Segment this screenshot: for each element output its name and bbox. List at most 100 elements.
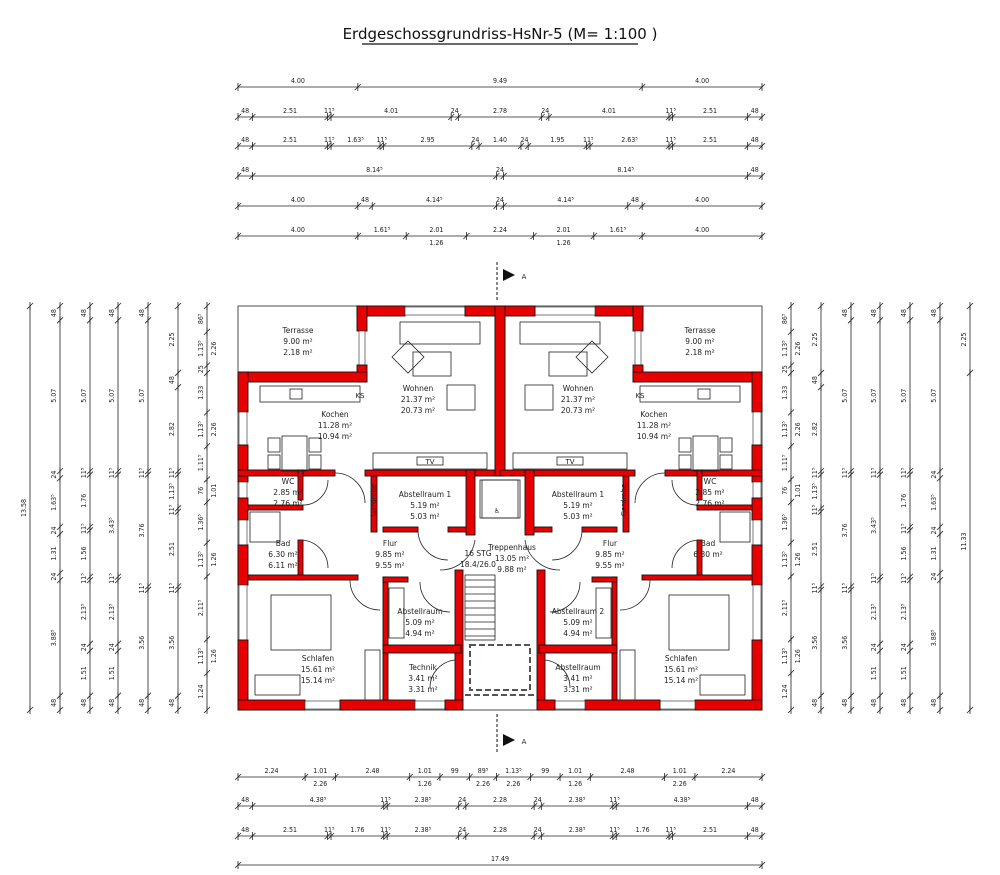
dimension-label: 11⁵: [138, 467, 146, 478]
svg-text:WC: WC: [282, 477, 295, 486]
svg-text:9.55 m²: 9.55 m²: [375, 561, 404, 570]
svg-text:9.00 m²: 9.00 m²: [685, 337, 714, 346]
dimension-label: 1.56: [900, 547, 908, 561]
dimension-label: 48: [138, 309, 146, 317]
dimension-label: 1.13⁵: [505, 767, 522, 775]
dimension-label: 24: [870, 643, 878, 651]
svg-text:5.03 m²: 5.03 m²: [410, 512, 439, 521]
dimension-sublabel: 2.26: [506, 780, 520, 788]
dimension-sublabel: 1.01: [210, 484, 218, 498]
dimension-label: 24: [50, 573, 58, 581]
dimension-label: 1.33: [781, 386, 789, 400]
dimension-label: 1.13⁵: [781, 647, 789, 664]
dimension-label: 24: [930, 471, 938, 479]
dimension-label: 11⁵: [324, 826, 335, 834]
svg-text:21.37 m²: 21.37 m²: [561, 395, 595, 404]
dimension-label: 1.51: [80, 666, 88, 680]
svg-text:6.30 m²: 6.30 m²: [693, 550, 722, 559]
dimension-label: 5.07: [50, 389, 58, 403]
dimension-label: 48: [841, 699, 849, 707]
dimension-label: 11⁵: [609, 826, 620, 834]
room-abstellraum1-right: Abstellraum 15.19 m²5.03 m²: [552, 490, 605, 521]
dimension-label: 48: [631, 196, 639, 204]
dimension-label: 99: [541, 767, 549, 775]
svg-text:9.55 m²: 9.55 m²: [595, 561, 624, 570]
dimension-label: 4.14⁵: [557, 196, 574, 204]
dimension-sublabel: 1.26: [210, 553, 218, 567]
dimension-label: 2.13⁵: [900, 603, 908, 620]
dimension-label: 2.51: [283, 136, 297, 144]
garderobe-label: Gardrobe: [620, 484, 628, 517]
svg-text:Flur: Flur: [603, 539, 618, 548]
dimension-label: 2.51: [283, 107, 297, 115]
dimension-label: 2.25: [811, 332, 819, 346]
dimension-label: 5.07: [870, 389, 878, 403]
dimension-label: 1.13⁵: [197, 340, 205, 357]
dimension-sublabel: 2.26: [794, 342, 802, 356]
svg-text:3.31 m²: 3.31 m²: [563, 685, 592, 694]
svg-text:WC: WC: [704, 477, 717, 486]
svg-text:5.09 m²: 5.09 m²: [405, 618, 434, 627]
dimension-label: 11⁵: [80, 467, 88, 478]
dimension-label: 24: [50, 471, 58, 479]
dimension-label: 1.31: [50, 547, 58, 561]
dimension-label: 11⁵: [841, 582, 849, 593]
dimension-label: 2.82: [811, 422, 819, 436]
svg-text:21.37 m²: 21.37 m²: [401, 395, 435, 404]
dimension-label: 1.36⁵: [781, 514, 789, 531]
dimension-label: 48: [361, 196, 369, 204]
svg-text:Wohnen: Wohnen: [563, 384, 594, 393]
tv-label: TV: [424, 458, 434, 466]
dimension-sublabel: 1.26: [418, 780, 432, 788]
dimension-label: 24: [80, 643, 88, 651]
dimension-label: 3.76: [841, 523, 849, 537]
dimension-sublabel: 2.26: [673, 780, 687, 788]
dimension-label: 24: [50, 526, 58, 534]
svg-text:Schlafen: Schlafen: [302, 654, 335, 663]
dimension-label: 5.07: [108, 389, 116, 403]
dimension-sublabel: 2.26: [210, 422, 218, 436]
dimension-label: 1.13⁵: [197, 647, 205, 664]
svg-text:Wohnen: Wohnen: [403, 384, 434, 393]
svg-text:2.18 m²: 2.18 m²: [685, 348, 714, 357]
dimension-label: 48: [841, 309, 849, 317]
svg-text:9.85 m²: 9.85 m²: [375, 550, 404, 559]
dimension-label: 2.01: [429, 226, 443, 234]
dimension-label: 5.07: [900, 389, 908, 403]
svg-text:Kochen: Kochen: [321, 410, 349, 419]
dimension-label: 2.11⁵: [781, 599, 789, 616]
dimension-label: 2.38⁵: [415, 826, 432, 834]
dimension-label: 4.00: [291, 226, 305, 234]
dimension-label: 11⁵: [811, 467, 819, 478]
plan-title: Erdgeschossgrundriss-HsNr-5 (M= 1:100 ): [343, 25, 658, 43]
doors: [299, 472, 701, 689]
dimension-sublabel: 1.26: [794, 649, 802, 663]
dimension-label: 25: [197, 365, 205, 373]
stairs-ratio: 18.4/26.0: [460, 560, 496, 569]
svg-text:Flur: Flur: [383, 539, 398, 548]
svg-text:Terrasse: Terrasse: [282, 326, 314, 335]
dimension-label: 2.38⁵: [569, 796, 586, 804]
dimension-label: 48: [930, 699, 938, 707]
dimension-label: 2.28: [493, 796, 507, 804]
dimension-label: 1.01: [673, 767, 687, 775]
dimension-sublabel: 2.26: [794, 422, 802, 436]
dimension-label: 1.31: [930, 547, 938, 561]
dimension-label: 1.33: [197, 386, 205, 400]
dimension-label: 48: [241, 796, 249, 804]
dimension-label: 11⁵: [665, 107, 676, 115]
